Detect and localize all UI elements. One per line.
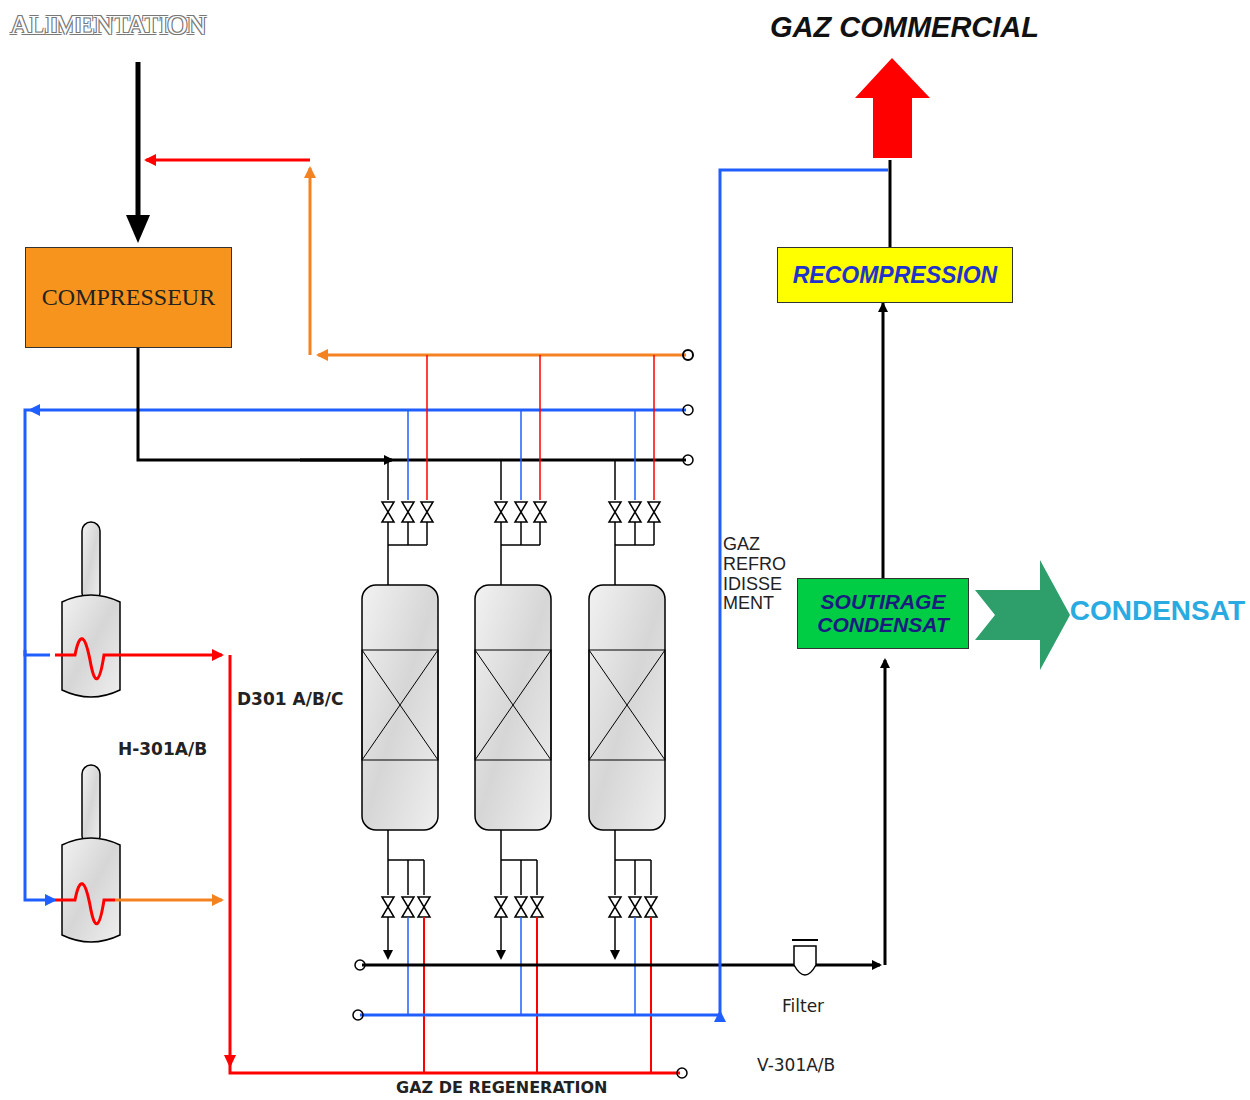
- adsorber-vessel: [475, 585, 551, 830]
- flow-arrow: [882, 303, 885, 578]
- valve-symbol: [515, 897, 527, 917]
- pipe: [501, 859, 537, 861]
- pipe: [614, 522, 616, 545]
- valve-symbol: [629, 897, 641, 917]
- pipe: [615, 544, 654, 546]
- pipe: [634, 410, 636, 500]
- condensate-label: CONDENSAT: [1070, 596, 1245, 627]
- pipe: [536, 917, 538, 1073]
- pipe: [388, 544, 427, 546]
- pipe: [520, 860, 522, 895]
- pipe: [500, 917, 502, 958]
- pipe: [387, 522, 389, 545]
- valve-symbol: [609, 502, 621, 522]
- equipment-tag: D301 A/B/C: [237, 690, 344, 709]
- stream-label: GAZ DE REGENERATION: [396, 1079, 607, 1097]
- pipe: [387, 460, 389, 500]
- pipe: [536, 860, 538, 895]
- pipe: [539, 522, 541, 545]
- valve-symbol: [531, 897, 543, 917]
- node-text: RECOMPRESSION: [793, 263, 997, 287]
- pipe: [475, 650, 551, 760]
- valve-symbol: [402, 897, 414, 917]
- pipe: [423, 917, 425, 1073]
- pipe: [500, 860, 502, 895]
- adsorber-vessel: [589, 585, 665, 830]
- pipe: [388, 859, 424, 861]
- pipe: [387, 830, 389, 860]
- stream-label: GAZ REFRO IDISSE MENT: [723, 535, 783, 614]
- filter-label: Filter: [782, 997, 824, 1016]
- valve-symbol: [515, 502, 527, 522]
- valve-symbol: [645, 897, 657, 917]
- pipe: [500, 830, 502, 860]
- valve-symbol: [421, 502, 433, 522]
- valve-symbol: [495, 502, 507, 522]
- recompression-box: RECOMPRESSION: [777, 247, 1013, 303]
- valve-symbol: [648, 502, 660, 522]
- valve-symbol: [609, 897, 621, 917]
- pipe: [614, 917, 616, 958]
- pipe: [501, 544, 540, 546]
- equipment-tag: V-301A/B: [757, 1056, 835, 1075]
- valve-symbol: [629, 502, 641, 522]
- pipe: [614, 460, 616, 500]
- valve-symbol: [402, 502, 414, 522]
- condensate-box: SOUTIRAGE CONDENSAT: [797, 578, 969, 649]
- pipe: [614, 860, 616, 895]
- pipe: [500, 460, 502, 500]
- pipe: [407, 410, 409, 500]
- pipe: [387, 860, 389, 895]
- pipe: [634, 860, 636, 895]
- node-text: SOUTIRAGE CONDENSAT: [804, 591, 962, 635]
- pipe: [614, 545, 616, 585]
- pipe: [500, 545, 502, 585]
- pipe: [407, 522, 409, 545]
- pipe: [500, 522, 502, 545]
- valve-symbol: [418, 897, 430, 917]
- pipe: [539, 355, 541, 500]
- pipe: [653, 355, 655, 500]
- equipment-tag: H-301A/B: [118, 740, 207, 759]
- pipe: [362, 650, 438, 760]
- pipe: [387, 917, 389, 958]
- pipe: [387, 545, 389, 585]
- pipe: [426, 522, 428, 545]
- node-text: COMPRESSEUR: [42, 285, 215, 310]
- pipe: [589, 650, 665, 760]
- pipe: [426, 355, 428, 500]
- pipe: [653, 522, 655, 545]
- valve-symbol: [382, 897, 394, 917]
- pipe: [650, 917, 652, 1073]
- pipe: [634, 522, 636, 545]
- compressor-box: COMPRESSEUR: [25, 247, 232, 348]
- pipe: [615, 859, 651, 861]
- pipe: [520, 410, 522, 500]
- pipe: [423, 860, 425, 895]
- pipe: [362, 650, 438, 760]
- feed-label: ALIMENTATION: [10, 10, 206, 41]
- valve-symbol: [534, 502, 546, 522]
- valve-symbol: [382, 502, 394, 522]
- adsorber-vessel: [362, 585, 438, 830]
- pipe: [520, 522, 522, 545]
- pipe: [475, 650, 551, 760]
- valve-symbol: [495, 897, 507, 917]
- pipe: [589, 650, 665, 760]
- pipe: [407, 860, 409, 895]
- pipe: [650, 860, 652, 895]
- pipe: [614, 830, 616, 860]
- product-label: GAZ COMMERCIAL: [770, 12, 1039, 44]
